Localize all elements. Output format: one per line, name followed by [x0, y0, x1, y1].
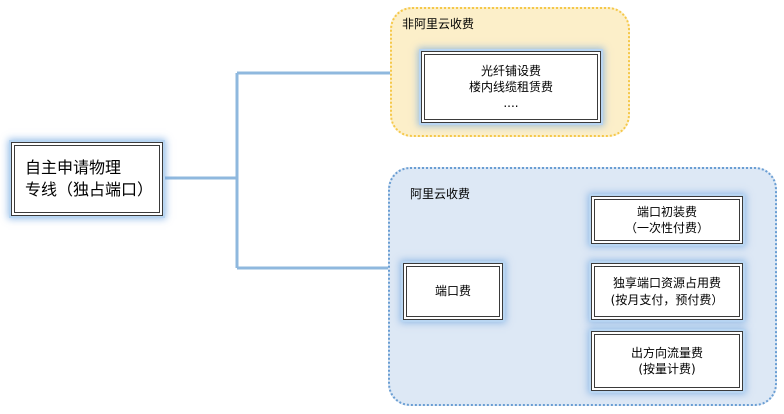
egress-traffic-fee-line1: 出方向流量费: [630, 345, 703, 360]
exclusive-port-fee-line1: 独享端口资源占用费: [612, 276, 721, 291]
exclusive-port-fee-line2: (按月支付，预付费）: [610, 292, 724, 307]
port-fee-node: 端口费: [403, 263, 503, 320]
root-node-line2: 专线（独占端口）: [25, 180, 154, 199]
non-aliyun-fees-node: 光纤铺设费 楼内线缆租赁费 ....: [421, 51, 601, 123]
egress-traffic-fee-node: 出方向流量费 (按量计费): [591, 331, 743, 391]
aliyun-fees-label: 阿里云收费: [410, 187, 471, 201]
more-ellipsis: ....: [503, 96, 519, 111]
fiber-laying-fee: 光纤铺设费: [480, 63, 541, 78]
port-fee-label: 端口费: [434, 284, 471, 299]
non-aliyun-fees-label: 非阿里云收费: [402, 17, 475, 31]
port-installation-fee-line1: 端口初装费: [636, 204, 697, 219]
port-installation-fee-line2: （一次性付费）: [624, 221, 709, 235]
root-node-line1: 自主申请物理: [25, 157, 122, 177]
dedicated-line-root-node: 自主申请物理 专线（独占端口）: [11, 142, 163, 216]
port-installation-fee-node: 端口初装费 （一次性付费）: [591, 196, 743, 244]
building-cable-rental-fee: 楼内线缆租赁费: [468, 79, 553, 94]
exclusive-port-fee-node: 独享端口资源占用费 (按月支付，预付费）: [591, 263, 743, 320]
connector-root-trunk: [163, 71, 398, 270]
egress-traffic-fee-line2: (按量计费): [638, 362, 696, 376]
